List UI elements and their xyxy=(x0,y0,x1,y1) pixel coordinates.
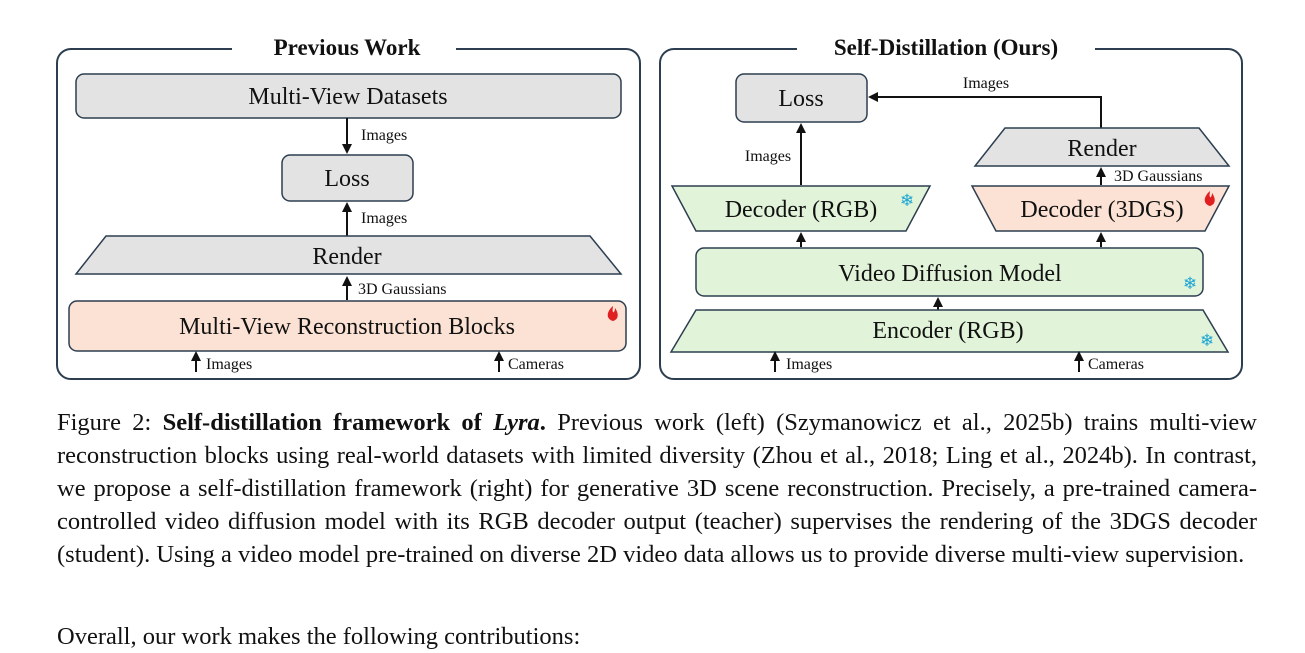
images-edge-label: Images xyxy=(361,210,407,227)
datasets-label: Multi-View Datasets xyxy=(248,84,447,110)
cameras-input-label: Cameras xyxy=(1088,356,1144,373)
images-input-label: Images xyxy=(786,356,832,373)
previous-work-panel: Previous Work Multi-View Datasets Images… xyxy=(56,34,641,380)
recon-blocks-label: Multi-View Reconstruction Blocks xyxy=(179,314,515,340)
loss-label: Loss xyxy=(778,86,823,112)
caption-bold-end: . xyxy=(539,409,546,436)
render-label: Render xyxy=(1067,136,1136,162)
render-to-loss-arrow xyxy=(868,92,1102,128)
snowflake-icon: ❄ xyxy=(1183,274,1197,293)
self-distillation-panel: Self-Distillation (Ours) Loss Images Ima… xyxy=(659,34,1243,380)
video-diffusion-model-label: Video Diffusion Model xyxy=(838,261,1062,287)
encoder-rgb-label: Encoder (RGB) xyxy=(872,318,1023,344)
loss-box xyxy=(735,73,868,123)
snowflake-icon: ❄ xyxy=(900,191,914,210)
framework-diagram: Previous Work Multi-View Datasets Images… xyxy=(56,34,1243,380)
caption-bold-lead: Self-distillation framework of xyxy=(162,409,494,436)
caption-lyra: Lyra xyxy=(493,409,540,436)
gaussians-edge-label: 3D Gaussians xyxy=(358,281,446,298)
encoder-rgb-box xyxy=(669,309,1230,353)
caption-prefix: Figure 2: xyxy=(57,409,163,436)
self-distillation-title: Self-Distillation (Ours) xyxy=(834,35,1058,60)
video-diffusion-model-box xyxy=(695,247,1204,297)
images-input-label: Images xyxy=(206,356,252,373)
gaussians-edge-label: 3D Gaussians xyxy=(1114,168,1202,185)
recon-blocks-box xyxy=(68,300,627,352)
loss-label: Loss xyxy=(324,166,369,192)
figure-caption: Figure 2: Self-distillation framework of… xyxy=(57,406,1257,571)
flame-icon xyxy=(607,306,618,321)
decoder-rgb-box xyxy=(670,185,932,232)
snowflake-icon: ❄ xyxy=(1200,331,1214,350)
render-box xyxy=(973,127,1231,167)
cameras-input-label: Cameras xyxy=(508,356,564,373)
loss-box xyxy=(281,154,414,202)
decoder-rgb-label: Decoder (RGB) xyxy=(725,197,878,223)
images-edge-label: Images xyxy=(361,127,407,144)
decoder-3dgs-label: Decoder (3DGS) xyxy=(1020,197,1183,223)
render-label: Render xyxy=(312,244,381,270)
previous-work-title: Previous Work xyxy=(274,35,421,60)
caption-body: Previous work (left) (Szymanowicz et al.… xyxy=(57,409,1257,568)
images-edge-label: Images xyxy=(963,75,1009,92)
decoder-3dgs-box xyxy=(970,185,1231,232)
images-edge-label: Images xyxy=(745,148,791,165)
flame-icon xyxy=(1204,191,1215,206)
datasets-box xyxy=(75,73,622,119)
render-box xyxy=(74,235,623,275)
